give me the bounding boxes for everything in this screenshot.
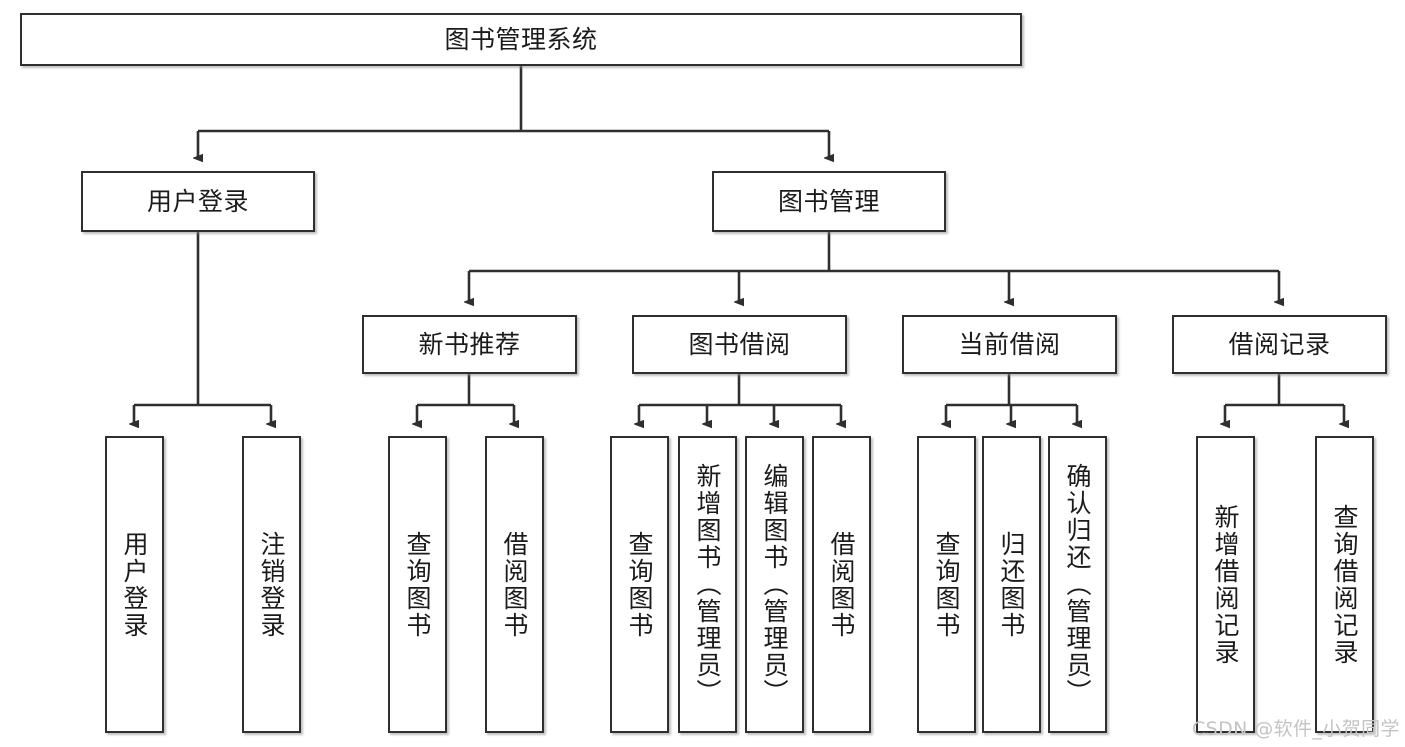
node-new-book-recommend[interactable]: 新书推荐 <box>362 315 577 374</box>
leaf-add-book-admin[interactable]: 新增图书（管理员） <box>678 436 737 733</box>
node-label: 借阅图书 <box>500 530 529 639</box>
node-root-system[interactable]: 图书管理系统 <box>20 13 1022 66</box>
leaf-query-book-recommend[interactable]: 查询图书 <box>388 436 447 733</box>
node-label: 编辑图书（管理员） <box>760 463 789 706</box>
node-book-manage[interactable]: 图书管理 <box>712 171 946 232</box>
node-label: 查询图书 <box>932 530 961 639</box>
node-user-login[interactable]: 用户登录 <box>81 171 315 232</box>
node-label: 查询图书 <box>625 530 654 639</box>
node-label: 确认归还（管理员） <box>1063 463 1092 706</box>
node-label: 图书管理 <box>777 186 880 216</box>
node-label: 新增图书（管理员） <box>693 463 722 706</box>
node-label: 归还图书 <box>997 530 1026 639</box>
leaf-borrow-book-recommend[interactable]: 借阅图书 <box>485 436 544 733</box>
node-book-borrow[interactable]: 图书借阅 <box>632 315 847 374</box>
leaf-confirm-return-admin[interactable]: 确认归还（管理员） <box>1048 436 1107 733</box>
node-label: 新增借阅记录 <box>1211 503 1240 666</box>
leaf-query-borrow-record[interactable]: 查询借阅记录 <box>1315 436 1374 733</box>
leaf-query-book-current[interactable]: 查询图书 <box>917 436 976 733</box>
leaf-return-book[interactable]: 归还图书 <box>982 436 1041 733</box>
leaf-user-login[interactable]: 用户登录 <box>105 436 164 733</box>
node-label: 图书借阅 <box>688 329 791 359</box>
node-label: 当前借阅 <box>958 329 1061 359</box>
node-label: 查询借阅记录 <box>1330 503 1359 666</box>
leaf-add-borrow-record[interactable]: 新增借阅记录 <box>1196 436 1255 733</box>
node-label: 注销登录 <box>257 530 286 639</box>
node-label: 借阅记录 <box>1228 329 1331 359</box>
node-label: 用户登录 <box>120 530 149 639</box>
node-label: 借阅图书 <box>827 530 856 639</box>
node-borrow-record[interactable]: 借阅记录 <box>1172 315 1387 374</box>
node-current-borrow[interactable]: 当前借阅 <box>902 315 1117 374</box>
leaf-user-logout[interactable]: 注销登录 <box>242 436 301 733</box>
leaf-query-book-borrow[interactable]: 查询图书 <box>610 436 669 733</box>
node-label: 图书管理系统 <box>444 24 598 54</box>
leaf-edit-book-admin[interactable]: 编辑图书（管理员） <box>745 436 804 733</box>
csdn-watermark: CSDN @软件_小贺同学 <box>1192 718 1400 740</box>
node-label: 查询图书 <box>403 530 432 639</box>
node-label: 用户登录 <box>146 186 249 216</box>
node-label: 新书推荐 <box>418 329 521 359</box>
leaf-borrow-book[interactable]: 借阅图书 <box>812 436 871 733</box>
